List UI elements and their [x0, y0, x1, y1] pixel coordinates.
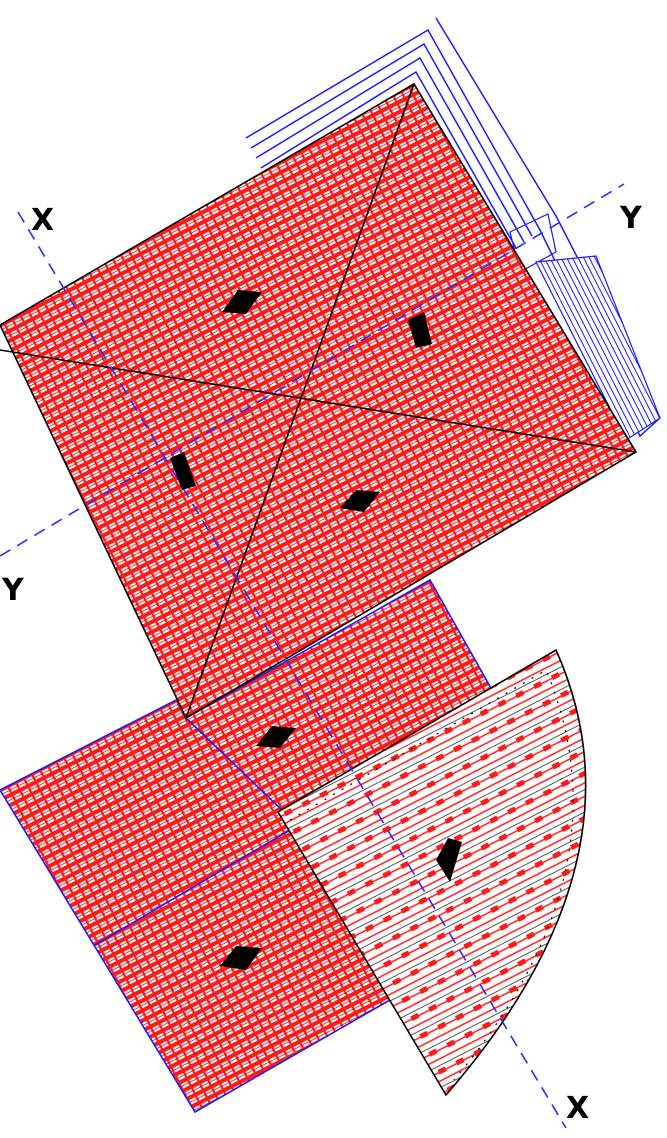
- axis-label-y-right: Y: [619, 201, 643, 236]
- fan-sector-panel: [276, 648, 587, 1097]
- hip-line-2: [0, 349, 637, 453]
- marker-2: [408, 312, 432, 348]
- axis-x: [17, 211, 567, 1129]
- axis-label-x-top: X: [31, 203, 54, 238]
- axis-label-x-bottom: X: [566, 1091, 589, 1126]
- blue-hatched-strip: [535, 255, 661, 441]
- marker-5: [256, 726, 296, 748]
- marker-1: [222, 290, 262, 314]
- marker-7: [220, 946, 262, 970]
- hip-line-1: [185, 83, 415, 719]
- marker-3: [170, 452, 196, 490]
- marker-6: [436, 838, 462, 882]
- main-square-hip-roof: [0, 82, 638, 720]
- axis-y: [0, 183, 625, 557]
- marker-4: [340, 490, 380, 512]
- markers: [170, 290, 462, 970]
- axis-label-y-left: Y: [1, 573, 25, 608]
